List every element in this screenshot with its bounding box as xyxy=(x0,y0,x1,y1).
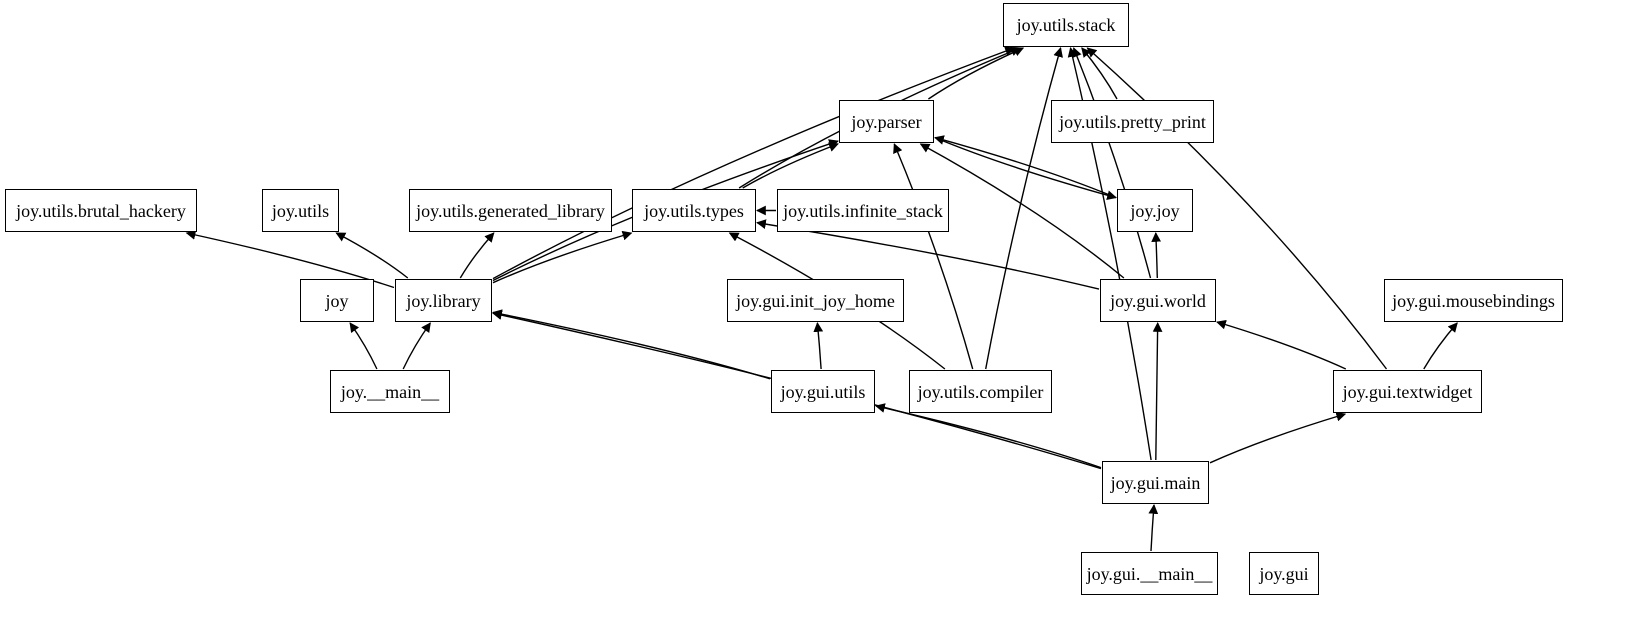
graph-node-label: joy.utils.stack xyxy=(1016,15,1116,35)
graph-node-label: joy.utils.generated_library xyxy=(416,200,605,221)
graph-edge-joy-gui-textwidget-to-joy-gui-world xyxy=(1216,319,1347,370)
graph-edge-joy-library-to-joy-utils xyxy=(335,232,409,279)
graph-edge-joy---main---to-joy-library xyxy=(402,322,431,370)
graph-node-label: joy.utils.types xyxy=(644,200,744,221)
graph-node-label: joy.__main__ xyxy=(340,381,440,402)
graph-node-label: joy.gui.mousebindings xyxy=(1392,290,1555,311)
graph-node-joy-gui---main--[interactable]: joy.gui.__main__ xyxy=(1081,552,1218,595)
graph-node-label: joy.utils xyxy=(271,200,330,221)
graph-node-label: joy xyxy=(325,290,349,311)
graph-node-joy-gui-mousebindings[interactable]: joy.gui.mousebindings xyxy=(1384,279,1563,322)
graph-node-joy-utils-stack[interactable]: joy.utils.stack xyxy=(1003,3,1129,47)
graph-edge-joy-library-to-joy-utils-types xyxy=(492,230,633,284)
graph-edge-joy-utils-compiler-to-joy-utils-stack xyxy=(985,47,1063,370)
graph-node-label: joy.gui.__main__ xyxy=(1086,563,1213,584)
graph-edge-joy-library-to-joy-utils-stack xyxy=(492,46,1015,280)
graph-edge-joy---main---to-joy xyxy=(349,322,378,370)
graph-edge-joy-gui-textwidget-to-joy-utils-stack xyxy=(1086,47,1388,370)
graph-node-joy-utils-pretty-print[interactable]: joy.utils.pretty_print xyxy=(1051,100,1214,143)
graph-edge-joy-gui-world-to-joy-parser xyxy=(919,143,1125,279)
graph-edge-joy-parser-to-joy-joy xyxy=(934,136,1117,200)
graph-edge-joy-gui---main---to-joy-gui-main xyxy=(1148,504,1159,552)
graph-node-joy-gui-textwidget[interactable]: joy.gui.textwidget xyxy=(1333,370,1482,413)
graph-node-joy-utils-compiler[interactable]: joy.utils.compiler xyxy=(909,370,1052,413)
graph-node-label: joy.library xyxy=(406,290,481,311)
graph-node-label: joy.gui.main xyxy=(1110,472,1201,493)
graph-node-joy-utils-brutal-hackery[interactable]: joy.utils.brutal_hackery xyxy=(5,189,197,232)
graph-edge-joy-utils-compiler-to-joy-parser xyxy=(893,143,974,370)
graph-edge-joy-utils-types-to-joy-parser xyxy=(742,142,839,189)
graph-node-joy-parser[interactable]: joy.parser xyxy=(839,100,934,143)
graph-node-joy[interactable]: joy xyxy=(300,279,374,322)
graph-node-label: joy.parser xyxy=(851,111,922,132)
graph-node-joy-joy[interactable]: joy.joy xyxy=(1117,189,1193,232)
graph-node-label: joy.utils.compiler xyxy=(917,381,1044,402)
graph-node-label: joy.gui.utils xyxy=(780,381,866,402)
graph-node-joy---main--[interactable]: joy.__main__ xyxy=(330,370,450,413)
graph-node-label: joy.joy xyxy=(1130,200,1180,221)
graph-edge-joy-gui-utils-to-joy-gui-init-joy-home xyxy=(813,322,824,370)
graph-edge-joy-library-to-joy-utils-generated-library xyxy=(459,232,495,279)
graph-node-joy-gui-world[interactable]: joy.gui.world xyxy=(1100,279,1216,322)
graph-edge-joy-gui-main-to-joy-gui-textwidget xyxy=(1209,411,1347,464)
graph-edge-joy-gui-world-to-joy-utils-stack xyxy=(1072,47,1152,279)
graph-node-label: joy.gui.world xyxy=(1110,290,1206,311)
graph-node-joy-library[interactable]: joy.library xyxy=(395,279,492,322)
graph-edge-joy-gui-main-to-joy-gui-world xyxy=(1152,322,1163,461)
graph-edge-joy-utils-pretty-print-to-joy-utils-stack xyxy=(1081,47,1118,100)
graph-node-joy-utils-infinite-stack[interactable]: joy.utils.infinite_stack xyxy=(777,189,949,232)
graph-node-label: joy.gui xyxy=(1259,563,1309,584)
graph-node-joy-gui-utils[interactable]: joy.gui.utils xyxy=(771,370,875,413)
graph-node-label: joy.utils.pretty_print xyxy=(1059,111,1206,132)
graph-node-label: joy.utils.infinite_stack xyxy=(783,200,943,221)
graph-edge-joy-gui-world-to-joy-joy xyxy=(1151,232,1162,279)
graph-node-label: joy.gui.init_joy_home xyxy=(736,290,895,311)
graph-node-label: joy.utils.brutal_hackery xyxy=(16,200,186,221)
graph-node-joy-gui-init-joy-home[interactable]: joy.gui.init_joy_home xyxy=(727,279,904,322)
graph-node-joy-utils-generated-library[interactable]: joy.utils.generated_library xyxy=(409,189,612,232)
graph-edge-joy-gui-textwidget-to-joy-gui-mousebindings xyxy=(1423,322,1458,370)
graph-node-label: joy.gui.textwidget xyxy=(1342,381,1473,402)
graph-node-joy-utils[interactable]: joy.utils xyxy=(262,189,339,232)
graph-node-joy-utils-types[interactable]: joy.utils.types xyxy=(632,189,756,232)
graph-edge-joy-joy-to-joy-parser xyxy=(934,135,1117,199)
graph-node-joy-gui[interactable]: joy.gui xyxy=(1249,552,1319,595)
graph-edge-joy-parser-to-joy-utils-stack xyxy=(928,47,1025,100)
graph-node-joy-gui-main[interactable]: joy.gui.main xyxy=(1102,461,1209,504)
